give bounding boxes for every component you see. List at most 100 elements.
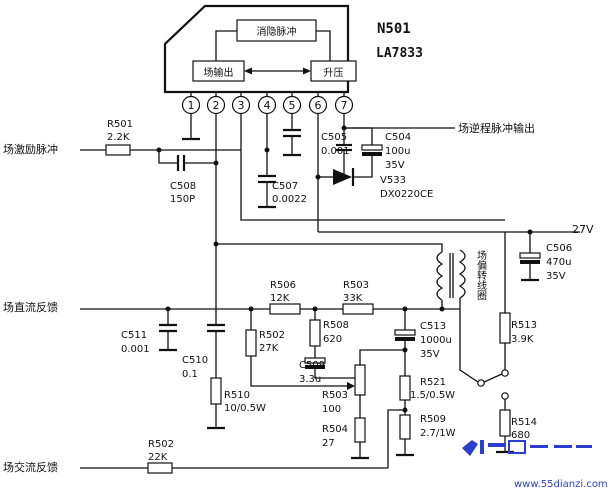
ic-pin-markers: 1 2 3 4 5 6 7	[181, 95, 354, 115]
pin-7-marker	[334, 95, 354, 115]
r502b-value: 22K	[148, 452, 168, 463]
label-supply: 27V	[572, 223, 594, 236]
resistor-r502-22k	[147, 462, 173, 474]
c513-voltage: 35V	[420, 349, 440, 360]
c507-ref: C507	[272, 181, 298, 192]
r513-ref: R513	[511, 320, 537, 331]
pot-wiper-arrow-icon	[347, 382, 355, 390]
r521-ref: R521	[420, 377, 446, 388]
c504-voltage: 35V	[385, 160, 405, 171]
resistor-r503-33k	[342, 303, 374, 315]
pin-6-number: 6	[315, 99, 322, 112]
arrowhead-right-icon	[303, 67, 311, 75]
resistor-r501	[105, 144, 131, 156]
ic-n501: 消隐脉冲 场输出 升压 N501 LA7833	[163, 4, 423, 94]
dc-feedback-network: 场直流反馈 C511 0.001 R506 12K R503 33K	[3, 280, 460, 355]
pin1-ground	[182, 114, 200, 141]
pin-3-number: 3	[238, 99, 245, 112]
v533-ref: V533	[380, 175, 406, 186]
pin-4-marker	[257, 95, 277, 115]
switch-contact-c	[501, 392, 509, 400]
switch-contact-b	[501, 369, 509, 377]
ic-part-label: LA7833	[376, 46, 423, 61]
junction-r502	[248, 306, 254, 312]
r503a-value: 33K	[343, 293, 363, 304]
yoke-return-switch: R514 680	[459, 309, 537, 454]
internal-link-blanking-boost	[316, 30, 331, 61]
c513-ref: C513	[420, 321, 446, 332]
c513-r521-r509: C513 1000u 35V R521 1.5/0.5W R509 2.7/1W	[387, 309, 456, 468]
resistor-r513	[499, 312, 511, 344]
label-yoke: 场偏转线圈	[475, 249, 487, 301]
resistor-r521	[399, 375, 411, 401]
pin-2-marker	[206, 95, 226, 115]
watermark-url: www.55dianzi.com	[514, 479, 608, 490]
watermark-logo-icon	[462, 440, 478, 456]
pin-7-number: 7	[341, 99, 348, 112]
r503a-ref: R503	[343, 280, 369, 291]
pin-1-marker	[181, 95, 201, 115]
junction-yoke-bottom	[439, 306, 445, 312]
internal-link-blanking-output	[215, 30, 237, 61]
site-watermark: www.55dianzi.com	[462, 440, 608, 490]
resistor-r508	[309, 319, 321, 347]
r521-value: 1.5/0.5W	[410, 390, 455, 401]
label-flyback-out: 场逆程脉冲输出	[458, 121, 535, 135]
r508-value: 620	[323, 334, 342, 345]
potentiometer-r503	[354, 364, 366, 396]
r508-ref: R508	[323, 320, 349, 331]
r504-ref: R504	[322, 424, 348, 435]
switch-contact-a	[477, 379, 485, 387]
r510-ref: R510	[224, 390, 250, 401]
capacitor-c509	[304, 357, 326, 364]
pin-1-number: 1	[188, 99, 195, 112]
capacitor-c506	[519, 252, 541, 259]
ic-ref-label: N501	[377, 21, 411, 37]
resistor-r510	[210, 377, 222, 405]
c511-value: 0.001	[121, 344, 150, 355]
r502a-ref: R502	[259, 330, 285, 341]
ic-body-outline	[163, 4, 350, 94]
r501-ref: R501	[107, 119, 133, 130]
block-output-label: 场输出	[204, 66, 234, 79]
yoke-coil-icon	[436, 251, 444, 301]
c513-value: 1000u	[420, 335, 452, 346]
resistor-r514	[499, 409, 511, 437]
r509-ref: R509	[420, 414, 446, 425]
r508-c509-branch: R508 620 C509 3.3u	[299, 309, 355, 385]
pin-2-number: 2	[213, 99, 220, 112]
r502-branch: R502 27K	[245, 306, 340, 387]
input-drive-network: 场激励脉冲 R501 2.2K C508 150P C507 0.0022	[3, 114, 307, 209]
c509-ref: C509	[299, 360, 325, 371]
r502a-value: 27K	[259, 343, 279, 354]
r504-value: 27	[322, 438, 335, 449]
label-dc-feedback: 场直流反馈	[3, 300, 58, 314]
c505-ref: C505	[321, 132, 347, 143]
r503b-value: 100	[322, 404, 341, 415]
r510-value: 10/0.5W	[224, 403, 266, 414]
pin-5-marker	[282, 95, 302, 115]
label-ac-feedback: 场交流反馈	[3, 460, 58, 474]
c504-value: 100u	[385, 146, 410, 157]
c506-ref: C506	[546, 243, 572, 254]
c504-ref: C504	[385, 132, 411, 143]
block-boost-label: 升压	[324, 67, 344, 79]
r506-value: 12K	[270, 293, 290, 304]
capacitor-c504	[361, 144, 383, 151]
junction-c513-low	[402, 347, 408, 353]
ac-feedback-network: 场交流反馈 R502 22K	[3, 439, 388, 474]
c508-value: 150P	[170, 194, 195, 205]
c505-value: 0.001	[321, 146, 350, 157]
pin-6-marker	[308, 95, 328, 115]
c509-value: 3.3u	[299, 374, 321, 385]
c506-voltage: 35V	[546, 271, 566, 282]
c507-value: 0.0022	[272, 194, 307, 205]
c511-ref: C511	[121, 330, 147, 341]
v533-part: DX0220CE	[380, 189, 433, 200]
c510-value: 0.1	[182, 369, 198, 380]
c506-value: 470u	[546, 257, 571, 268]
r502b-ref: R502	[148, 439, 174, 450]
c508-ref: C508	[170, 181, 196, 192]
block-blanking-label: 消隐脉冲	[257, 25, 297, 38]
